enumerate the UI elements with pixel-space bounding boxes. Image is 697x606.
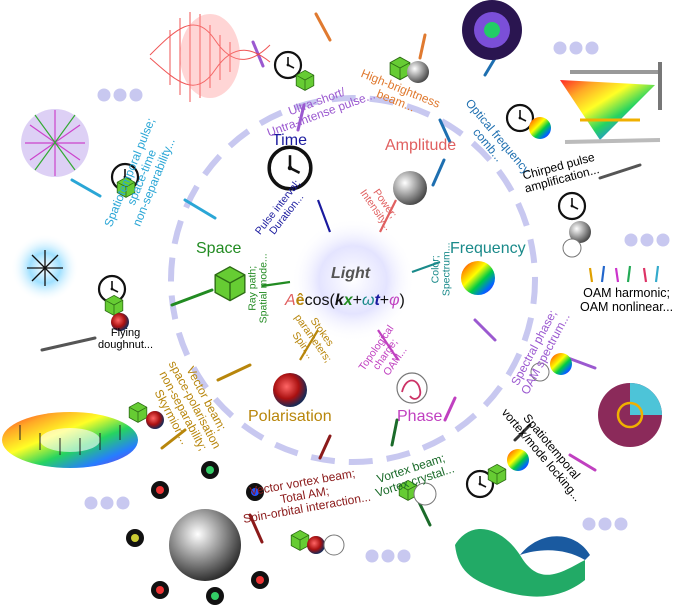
formula-phase: φ: [389, 292, 400, 309]
space-sub: Ray path; Spatial mode...: [247, 253, 271, 324]
formula-time: t: [374, 292, 380, 309]
time-label: Time: [272, 132, 307, 149]
amplitude-label: Amplitude: [385, 137, 457, 154]
oam-harmonic-label: OAM harmonic; OAM nonlinear...: [580, 286, 674, 314]
frequency-sub: Color; Spectrum...: [430, 242, 454, 297]
formula-close: ): [399, 292, 405, 309]
space-sub-line-2: Spatial mode...: [258, 253, 271, 324]
oam-harmonic-line-1: OAM harmonic;: [583, 286, 670, 300]
center-title: Light: [331, 265, 371, 282]
formula-plus-2: +: [379, 292, 390, 309]
formula-frequency: ω: [361, 292, 375, 309]
formula-plus-1: +: [352, 292, 362, 309]
flying-doughnut-label: Flying doughnut...: [98, 327, 154, 352]
formula-space: x: [343, 292, 353, 309]
frequency-label: Frequency: [450, 240, 526, 257]
flying-doughnut-line-1: Flying: [110, 327, 141, 339]
phase-label: Phase: [397, 408, 443, 425]
formula-polarisation-vector: ê: [295, 292, 305, 309]
formula-amplitude: A: [285, 292, 296, 309]
formula-cos: cos(: [304, 292, 335, 309]
oam-harmonic-line-2: OAM nonlinear...: [580, 299, 674, 314]
wave-formula: Aêcos(kx+ωt+φ): [285, 292, 405, 309]
polarisation-label: Polarisation: [248, 408, 332, 425]
flying-doughnut-line-2: doughnut...: [98, 338, 154, 351]
formula-wavevector: k: [334, 292, 344, 309]
frequency-sub-line-2: Spectrum...: [440, 242, 453, 297]
space-label: Space: [196, 240, 242, 257]
